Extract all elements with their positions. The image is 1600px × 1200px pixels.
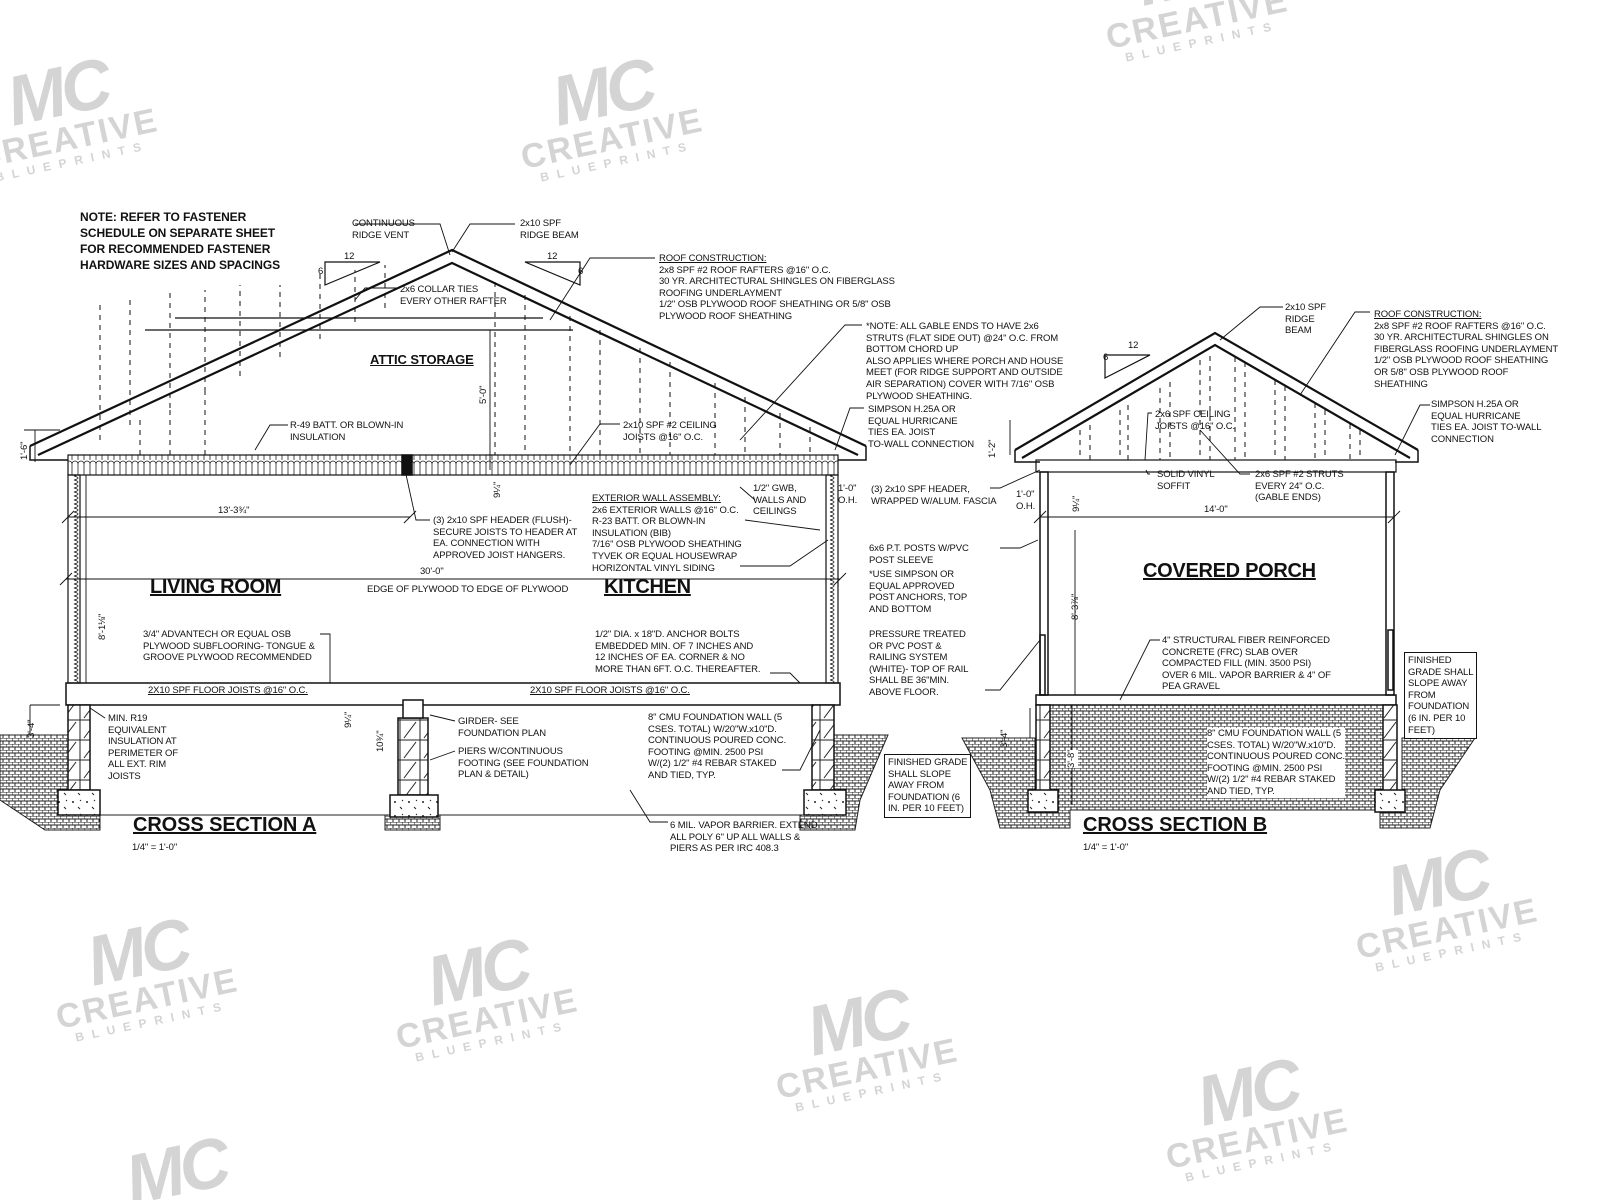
room-label-kitchen: KITCHEN [604,576,691,598]
subfloor-note: 3/4" ADVANTECH OR EQUAL OSB PLYWOOD SUBF… [143,629,315,664]
leader-lines [89,223,864,823]
room-label-living-room: LIVING ROOM [150,576,282,598]
eave-height-dim: 1'-2" [987,439,998,458]
vapor-barrier-note: 6 MIL. VAPOR BARRIER. EXTEND ALL POLY 6"… [670,820,818,855]
section-a-drawing [0,223,889,831]
wall-height-dim: 8'-3⅞" [1070,593,1081,620]
footing-center [389,794,439,818]
roof-construction-note: ROOF CONSTRUCTION: 2x8 SPF #2 ROOF RAFTE… [659,253,895,322]
left-rail [1039,634,1046,696]
pitch-rise: 6 [1103,352,1109,363]
center-pier [397,717,429,796]
right-foundation-wall [1382,704,1398,796]
footing-left [1027,789,1059,813]
gwb-note: 1/2" GWB, WALLS AND CEILINGS [753,483,807,518]
ridge-beam-label: 2x10 SPF RIDGE BEAM [1285,302,1326,337]
floor-system [65,682,841,706]
ceiling-joists-note: 2x10 SPF #2 CEILING JOISTS @16" O.C. [623,420,717,443]
section-a-title: CROSS SECTION A [133,814,317,836]
section-b-scale: 1/4" = 1'-0" [1083,842,1129,853]
anchor-bolts-note: 1/2" DIA. x 18"D. ANCHOR BOLTS EMBEDDED … [595,629,761,675]
footing-right [1374,789,1406,813]
porch-width-dim: 14'-0" [1204,504,1228,515]
joist-depth-dim: 9¼" [1071,495,1082,512]
dimension-line [24,330,840,735]
left-foundation-wall [1035,704,1051,796]
room-label-covered-porch: COVERED PORCH [1143,560,1316,582]
porch-slab [1035,694,1397,706]
section-b-title: CROSS SECTION B [1083,814,1268,836]
leader-lines [985,306,1430,701]
pitch-run: 12 [344,251,355,262]
railing-note: PRESSURE TREATED OR PVC POST & RAILING S… [869,629,969,698]
floor-joists-label: 2X10 SPF FLOOR JOISTS @16" O.C. [530,685,690,696]
right-foundation-wall [811,704,835,791]
struts-note: 2x6 SPF #2 STRUTS EVERY 24" O.C. (GABLE … [1255,469,1344,504]
overhang-dim: 1'-0" O.H. [838,483,858,506]
joist-depth-dim: 9¼" [492,481,503,498]
left-post [1039,471,1049,696]
footing-left [57,789,101,816]
roof-rafter [1014,331,1419,459]
attic-storage-label: ATTIC STORAGE [370,352,474,367]
pitch-rise: 6 [318,266,324,277]
eave-height-dim: 1'-6" [19,441,30,460]
overall-width-dim: 30'-0" [420,566,444,577]
floor-joist-depth-dim: 9¼" [343,711,354,728]
fill-height-dim: 3'-8" [1066,749,1078,768]
insulation-note: R-49 BATT. OR BLOWN-IN INSULATION [290,420,404,443]
finished-grade-note: FINISHED GRADE SHALL SLOPE AWAY FROM FOU… [1404,652,1478,740]
dimension-line [1009,420,1394,805]
pitch-run: 12 [547,251,558,262]
collar-tie [145,317,573,331]
girder [402,699,424,719]
wall-height-dim: 8'-1⅛" [97,613,108,640]
footing-right [803,789,847,816]
girder-note: GIRDER- SEE FOUNDATION PLAN [458,716,547,739]
pitch-run: 12 [1128,340,1139,351]
overall-width-note: EDGE OF PLYWOOD TO EDGE OF PLYWOOD [367,584,569,595]
cmu-wall-note: 8" CMU FOUNDATION WALL (5 CSES. TOTAL) W… [1207,728,1346,798]
attic-height-dim: 5'-0" [478,385,489,404]
ceiling-joists [1035,459,1397,473]
cmu-wall-note: 8" CMU FOUNDATION WALL (5 CSES. TOTAL) W… [648,712,787,781]
roof-construction-note: ROOF CONSTRUCTION: 2x8 SPF #2 ROOF RAFTE… [1374,309,1559,390]
header-dim: 13'-3¾" [218,505,250,516]
overhang-dim: 1'-0" O.H. [1016,489,1036,512]
foundation-height-dim: 3'-4" [999,729,1010,748]
rim-insulation-note: MIN. R19 EQUIVALENT INSULATION AT PERIME… [108,713,179,782]
wall-assembly-note: EXTERIOR WALL ASSEMBLY: 2x6 EXTERIOR WAL… [592,493,742,574]
section-a-scale: 1/4" = 1'-0" [132,842,178,853]
girder-depth-dim: 10¾" [375,730,386,752]
piers-note: PIERS W/CONTINUOUS FOOTING (SEE FOUNDATI… [458,746,589,781]
flush-header [401,454,413,476]
ridge-beam-label: 2x10 SPF RIDGE BEAM [520,218,579,241]
header-note: (3) 2x10 SPF HEADER, WRAPPED W/ALUM. FAS… [871,484,997,507]
hurricane-ties-note: SIMPSON H.25A OR EQUAL HURRICANE TIES EA… [1431,399,1542,445]
slab-note: 4" STRUCTURAL FIBER REINFORCED CONCRETE … [1162,635,1331,693]
gable-end-note: *NOTE: ALL GABLE ENDS TO HAVE 2x6 STRUTS… [866,321,1064,402]
collar-ties-note: 2x6 COLLAR TIES EVERY OTHER RAFTER [400,284,507,307]
right-rail [1387,629,1394,691]
general-note: NOTE: REFER TO FASTENER SCHEDULE ON SEPA… [80,210,280,272]
post-anchors-note: *USE SIMPSON OR EQUAL APPROVED POST ANCH… [869,569,968,615]
left-foundation-wall [67,704,91,791]
soffit-note: SOLID VINYL SOFFIT [1157,469,1215,492]
pitch-rise: 6 [578,266,584,277]
posts-note: 6x6 P.T. POSTS W/PVC POST SLEEVE [869,543,969,566]
ridge-vent-label: CONTINUOUS RIDGE VENT [352,218,415,241]
ceiling-joists-note: 2x6 SPF CEILING JOISTS @16" O.C. [1155,409,1236,432]
hurricane-ties-note: SIMPSON H.25A OR EQUAL HURRICANE TIES EA… [868,404,975,450]
roof-rafter [29,248,867,456]
ceiling-insulation [67,454,839,476]
pitch-symbol [324,261,1151,379]
floor-joists-label: 2X10 SPF FLOOR JOISTS @16" O.C. [148,685,308,696]
header-note: (3) 2x10 SPF HEADER (FLUSH)- SECURE JOIS… [433,515,578,561]
finished-grade-note: FINISHED GRADE SHALL SLOPE AWAY FROM FOU… [884,754,972,818]
foundation-height-dim: 3'-4" [26,719,37,738]
